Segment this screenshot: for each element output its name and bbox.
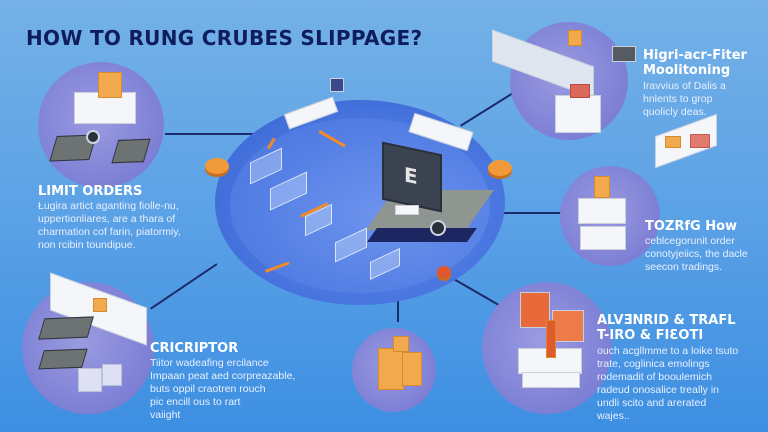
plate	[38, 316, 94, 340]
tozrg-heading: TOZRfG How	[645, 219, 738, 234]
server-unit	[330, 78, 344, 92]
red-object	[570, 84, 590, 98]
tray-item	[665, 136, 681, 148]
cricriptor-description: Tiitor wadeafing ercilance Impaan peat a…	[150, 357, 295, 422]
terminal-stand	[522, 372, 580, 388]
device	[612, 46, 636, 62]
desc-line: seecon tradings.	[645, 261, 723, 273]
screen	[520, 292, 550, 328]
desc-line: Tiitor wadeafing ercilance	[150, 357, 269, 369]
limit-orders-heading: LIMIT ORDERS	[38, 184, 143, 199]
box-orange	[93, 298, 107, 312]
tray-item	[690, 134, 710, 148]
alvenrid-heading: ALVƎNRID & TRAFL T-IRO & FIƐOTI	[597, 313, 736, 343]
desc-line: Ługira artict aganting fiolle-nu,	[38, 200, 179, 212]
desc-line: pic encill ous to rart	[150, 396, 241, 408]
server-block	[580, 226, 626, 250]
crate	[393, 336, 409, 352]
desk-side	[367, 228, 477, 242]
desc-line: uppertionliares, are a thara of	[38, 213, 176, 225]
desc-line: rodemadit of booulemich	[597, 371, 712, 383]
connector-line	[150, 263, 218, 310]
alvenrid-description: ouch acgllmme to a loike tsuto trate, co…	[597, 345, 738, 423]
desc-line: quolicly deas.	[643, 106, 707, 118]
keyboard	[395, 205, 419, 215]
desc-line: vaiight	[150, 409, 181, 421]
coin-icon	[488, 160, 512, 176]
desc-line: wajes..	[597, 410, 630, 422]
connector-line	[165, 133, 261, 135]
desc-line: radeud onosalice treally in	[597, 384, 719, 396]
heading-line: ALVƎNRID & TRAFL	[597, 313, 736, 328]
server-block	[578, 198, 626, 224]
box-white	[555, 95, 601, 133]
lever	[546, 320, 556, 358]
dial-icon	[430, 220, 446, 236]
coin-icon	[437, 266, 451, 278]
box-white	[74, 92, 136, 124]
page-title: HOW TO RUNG CRUBES SLIPPAGE?	[26, 26, 423, 50]
glass-box	[102, 364, 122, 386]
desc-line: charmation cof farin, piatormiy,	[38, 226, 181, 238]
desc-line: ouch acgllmme to a loike tsuto	[597, 345, 739, 357]
desc-line: trate, coglinica emolings	[597, 358, 710, 370]
heading-line: T-IRO & FIƐOTI	[597, 328, 704, 343]
desc-line: buts oppil craotren rouch	[150, 383, 266, 395]
high-frequency-heading: Higri-acr-Fiter Moolitoning	[643, 48, 747, 78]
high-frequency-description: Iravvius of Dalis a hnlents to grop quol…	[643, 80, 726, 119]
fire-figure	[594, 176, 610, 198]
box-orange	[98, 72, 122, 98]
heading-line: Moolitoning	[643, 63, 731, 78]
connector-line	[493, 212, 563, 214]
dial-icon	[86, 130, 100, 144]
cricriptor-heading: CRICRIPTOR	[150, 341, 239, 356]
desc-line: non rcibin toundipue.	[38, 239, 136, 251]
desc-line: conotyjeiics, the dacle	[645, 248, 748, 260]
plate	[38, 348, 88, 370]
fire-figure	[568, 30, 582, 46]
coin-icon	[205, 158, 229, 174]
heading-line: Higri-acr-Fiter	[643, 48, 747, 63]
desc-line: hnlents to grop	[643, 93, 713, 105]
desc-line: ceblcegorunit order	[645, 235, 735, 247]
desc-line: Impaan peat aed corpreazable,	[150, 370, 296, 382]
screen	[552, 310, 584, 342]
monitor-glyph: E	[404, 162, 418, 190]
desc-line: undli scito and arerated	[597, 397, 707, 409]
tozrg-description: ceblcegorunit order conotyjeiics, the da…	[645, 235, 748, 274]
limit-orders-description: Ługira artict aganting fiolle-nu, uppert…	[38, 200, 181, 252]
glass-box	[78, 368, 102, 392]
crate	[378, 348, 404, 390]
crate	[402, 352, 422, 386]
desc-line: Iravvius of Dalis a	[643, 80, 726, 92]
